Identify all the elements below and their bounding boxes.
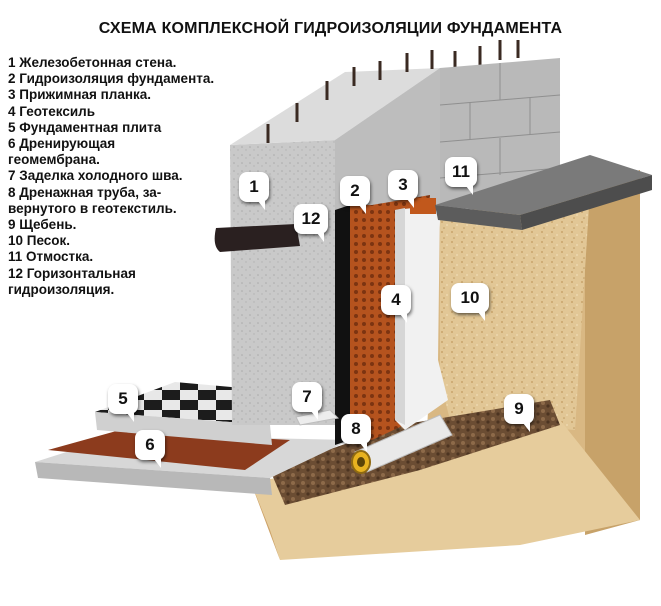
callout-2: 2 <box>340 176 370 214</box>
legend-item: 8 Дренажная труба, за- <box>8 184 162 200</box>
legend-item: 7 Заделка холодного шва. <box>8 168 183 184</box>
callout-7: 7 <box>292 382 322 420</box>
soil-side <box>585 170 640 535</box>
callout-4: 4 <box>381 285 411 323</box>
legend-item: 12 Горизонтальная <box>8 265 136 281</box>
plate-front <box>95 412 272 445</box>
callout-8: 8 <box>341 414 371 452</box>
geotextile-sheet <box>395 205 448 430</box>
legend-item: 3 Прижимная планка. <box>8 87 152 103</box>
callout-5: 5 <box>108 384 138 422</box>
legend: 1 Железобетонная стена. 2 Гидроизоляция … <box>8 55 278 298</box>
gravel-layer <box>270 400 560 505</box>
callout-11: 11 <box>445 157 477 195</box>
callout-10: 10 <box>451 283 489 321</box>
slab-front <box>35 462 272 495</box>
callout-9: 9 <box>504 394 534 432</box>
legend-item: гидроизоляция. <box>8 281 115 297</box>
sand-fill <box>440 190 590 430</box>
callout-6: 6 <box>135 430 165 468</box>
legend-item: вернутого в геотекстиль. <box>8 200 177 216</box>
pressure-plank <box>410 198 436 214</box>
legend-item: 6 Дренирующая <box>8 136 116 152</box>
callout-1: 1 <box>239 172 269 210</box>
legend-item: 10 Песок. <box>8 233 71 249</box>
wall-top <box>230 68 440 145</box>
pavement-front <box>435 205 522 230</box>
sand-base <box>250 420 640 560</box>
pavement-side <box>520 175 652 230</box>
sand-base-front <box>250 480 280 560</box>
legend-item: 5 Фундаментная плита <box>8 119 162 135</box>
callout-12: 12 <box>294 204 328 242</box>
legend-item: геомембрана. <box>8 152 100 168</box>
drain-membrane <box>350 205 372 440</box>
diagram-title: СХЕМА КОМПЛЕКСНОЙ ГИДРОИЗОЛЯЦИИ ФУНДАМЕН… <box>98 20 563 37</box>
legend-item: 1 Железобетонная стена. <box>8 55 177 70</box>
legend-item: 2 Гидроизоляция фундамента. <box>8 71 215 87</box>
horizontal-waterproofing <box>214 224 300 252</box>
legend-item: 9 Щебень. <box>8 217 77 233</box>
callout-3: 3 <box>388 170 418 208</box>
waterproofing-layer <box>335 205 350 445</box>
legend-item: 11 Отмостка. <box>8 249 94 265</box>
pavement-top <box>435 155 652 215</box>
drain-pipe <box>351 414 453 474</box>
legend-item: 4 Геотексиль <box>8 103 96 119</box>
